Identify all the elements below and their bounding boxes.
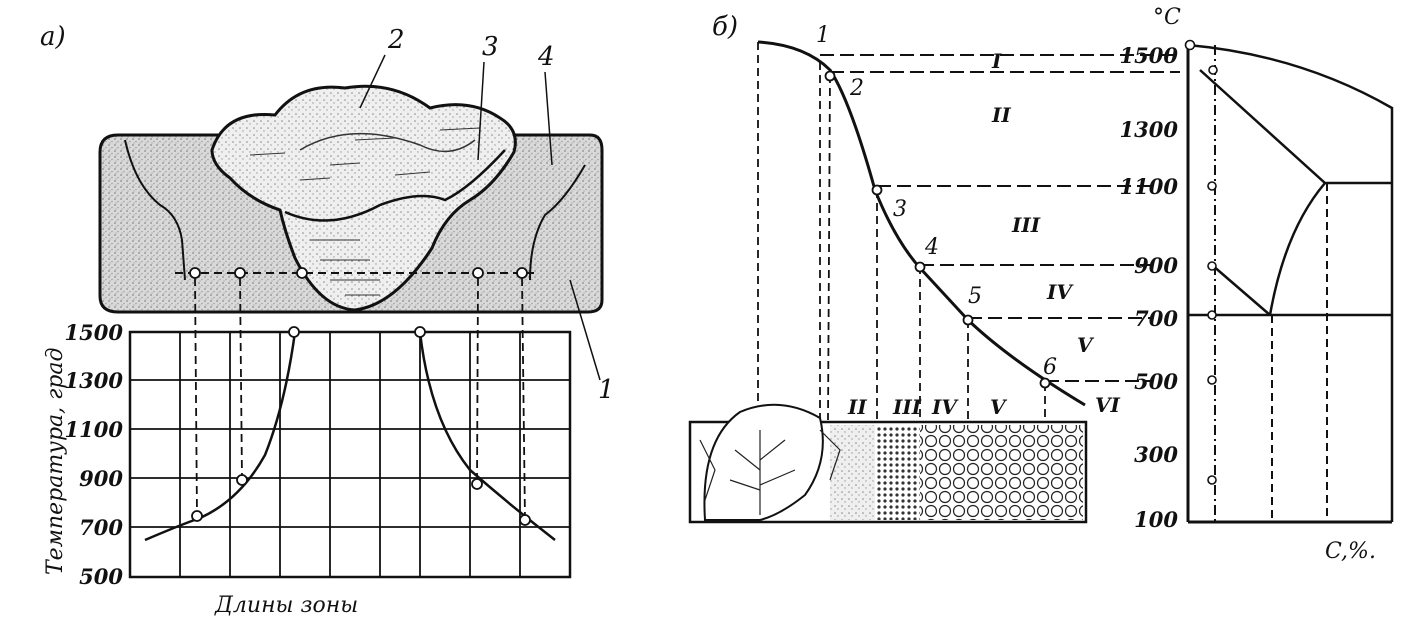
point-label-1: 1 — [816, 23, 830, 48]
tick-500: 500 — [79, 564, 123, 589]
leader-4 — [544, 71, 553, 166]
zone-label-V: V — [1077, 333, 1095, 357]
weld-dendrite — [703, 403, 824, 521]
t-1300: 1300 — [1120, 117, 1179, 142]
haz-boundary-left — [124, 139, 186, 281]
zone-label-III: III — [1011, 213, 1041, 237]
point-label-5: 5 — [968, 284, 982, 309]
section-points — [189, 267, 528, 279]
panel-b: б) 1 2 3 4 5 6 — [688, 5, 1394, 564]
graph-a-frame — [128, 330, 572, 579]
haz-boundary-right — [529, 164, 586, 281]
transition-zone — [830, 425, 875, 520]
tick-1300: 1300 — [65, 368, 124, 393]
tick-1500: 1500 — [65, 320, 124, 345]
layer-boundary-inner — [299, 132, 476, 153]
panel-a-label: а) — [40, 22, 66, 52]
t-300: 300 — [1134, 442, 1178, 467]
temperature-unit: °C — [1153, 5, 1181, 30]
isotherm-lines — [820, 54, 1180, 382]
tick-900: 900 — [79, 466, 123, 491]
acm-line — [1268, 182, 1326, 316]
liquidus-line — [1187, 43, 1394, 522]
curve-drop-lines — [757, 42, 1046, 421]
weld-label-1: 1 — [598, 375, 615, 405]
weld-label-2: 2 — [387, 25, 405, 55]
point-label-2: 2 — [849, 76, 864, 101]
weld-bead — [210, 84, 517, 312]
weld-label-3: 3 — [482, 32, 499, 62]
a3-line — [1211, 264, 1271, 316]
carbon-axis-title: C,%. — [1325, 539, 1376, 564]
point-label-3: 3 — [893, 197, 907, 222]
leader-1 — [569, 279, 601, 381]
fine-grain-zone — [875, 425, 920, 520]
point-label-4: 4 — [924, 235, 939, 260]
t-100: 100 — [1134, 507, 1178, 532]
tick-700: 700 — [79, 515, 123, 540]
temperature-curve — [757, 40, 1086, 407]
t-500: 500 — [1134, 369, 1178, 394]
micro-label-III: III — [892, 395, 922, 419]
micro-label-V: V — [990, 395, 1008, 419]
point-label-6: 6 — [1043, 355, 1057, 380]
zone-label-I: I — [991, 49, 1002, 73]
panel-b-label: б) — [712, 12, 738, 42]
x-axis-title: Длины зоны — [214, 593, 358, 618]
y-axis-title: Температура, град — [43, 348, 68, 575]
micro-label-IV: IV — [931, 395, 959, 419]
t-900: 900 — [1134, 253, 1178, 278]
layer-boundary — [284, 149, 506, 222]
weld-hatching — [249, 127, 481, 296]
leader-3 — [477, 61, 485, 161]
zone-label-IV: IV — [1046, 280, 1074, 304]
micro-label-II: II — [847, 395, 867, 419]
t-1500: 1500 — [1120, 43, 1179, 68]
coarse-grain-zone — [920, 425, 1083, 520]
curve-points — [824, 70, 1051, 389]
solidus-line — [1199, 69, 1392, 185]
t-700: 700 — [1134, 306, 1178, 331]
panel-a: а) 2 3 4 1 — [40, 22, 615, 618]
zone-label-II: II — [991, 103, 1011, 127]
microstructure-strip: II III IV V — [688, 395, 1088, 524]
tick-1100: 1100 — [65, 417, 124, 442]
heating-curve-left — [144, 331, 297, 542]
weld-label-4: 4 — [537, 42, 555, 72]
graph-a: 1500 1300 1100 900 700 500 Температура, … — [43, 277, 572, 618]
zone-label-VI: VI — [1095, 393, 1121, 417]
leader-2 — [359, 54, 386, 109]
t-1100: 1100 — [1120, 174, 1179, 199]
phase-diagram: °C 1500 1300 1100 900 700 500 300 100 — [1120, 5, 1394, 564]
